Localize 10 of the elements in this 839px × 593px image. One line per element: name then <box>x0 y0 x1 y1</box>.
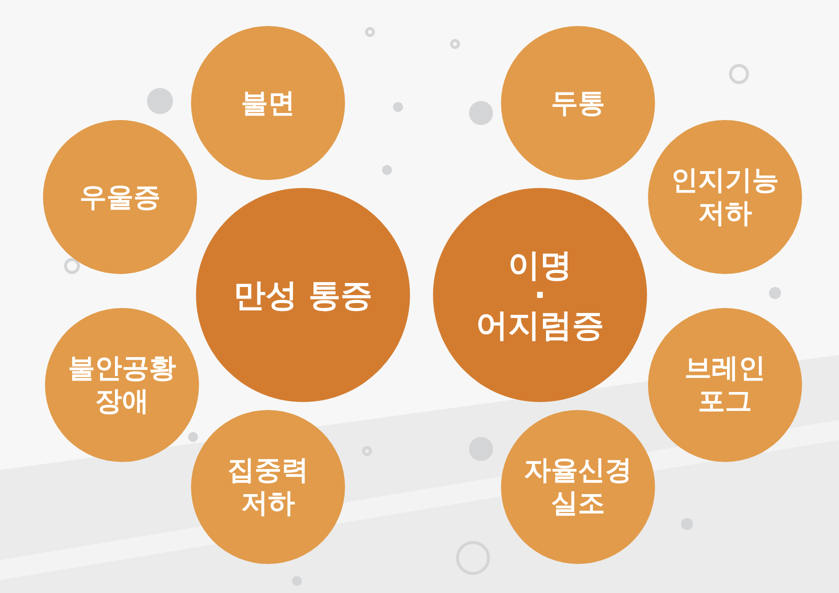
topic-label: 자율신경 실조 <box>524 454 632 520</box>
topic-label: 인지기능 저하 <box>671 164 779 230</box>
topic-label: 집중력 저하 <box>228 454 308 520</box>
topic-label: 만성 통증 <box>233 276 373 314</box>
topic-label: 두통 <box>551 86 605 120</box>
topic-label: 불면 <box>241 86 295 120</box>
topic-label: 브레인 포그 <box>684 352 766 418</box>
topic-label: 불안공황 장애 <box>68 352 176 418</box>
topic-label: 우울증 <box>80 180 160 214</box>
topic-label: 이명 · 어지럼증 <box>476 250 604 340</box>
